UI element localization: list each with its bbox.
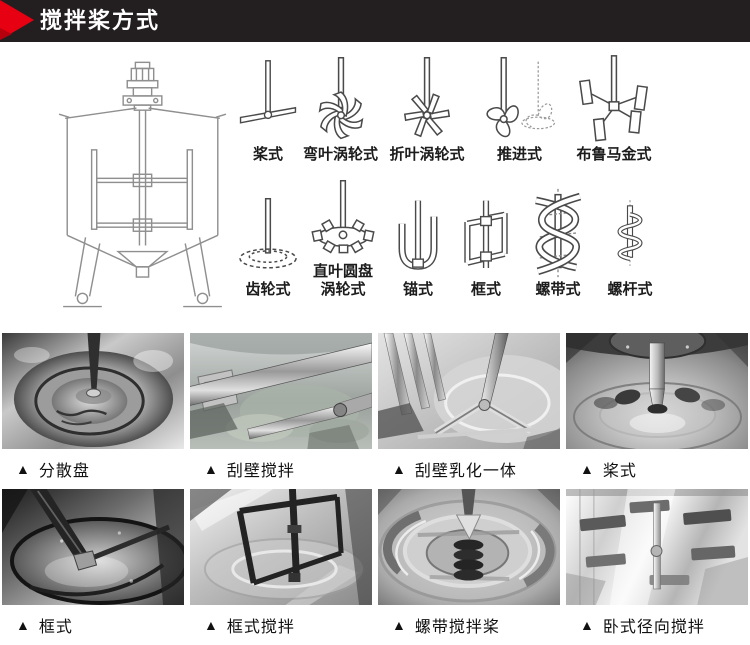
photo-cell: ▲ 刮壁搅拌 xyxy=(190,333,372,489)
agitator-type-item: 弯叶涡轮式 xyxy=(299,52,383,163)
photo-caption-text: 框式搅拌 xyxy=(226,619,295,636)
photo-caption: ▲ 刮壁乳化一体 xyxy=(378,449,560,489)
frame-icon xyxy=(464,200,508,268)
photo-grid: ▲ 分散盘 xyxy=(0,333,750,645)
screw-icon xyxy=(617,199,643,266)
photo-frame-mixer xyxy=(190,489,372,605)
agitator-type-label: 推进式 xyxy=(496,146,542,163)
photo-caption: ▲ 螺带搅拌桨 xyxy=(378,605,560,645)
photo-cell: ▲ 桨式 xyxy=(566,333,748,489)
photo-cell: ▲ 螺带搅拌桨 xyxy=(378,489,560,645)
photo-cell: ▲ 卧式径向搅拌 xyxy=(566,489,748,645)
photo-caption-text: 桨式 xyxy=(602,463,637,480)
photo-disperser-disc xyxy=(2,333,184,449)
photo-scraper-emulsifier-combo xyxy=(378,333,560,449)
folded-blade-turbine-icon xyxy=(403,56,451,138)
agitator-type-item: 桨式 xyxy=(239,52,297,163)
photo-caption-text: 刮壁乳化一体 xyxy=(414,463,517,480)
agitator-type-label: 框式 xyxy=(470,280,501,298)
triangle-marker-icon: ▲ xyxy=(204,617,218,633)
agitator-type-item: 推进式 xyxy=(472,52,568,163)
agitator-type-label: 螺带式 xyxy=(535,280,581,298)
agitator-type-label: 直叶圆盘涡轮式 xyxy=(312,263,373,298)
photo-caption-text: 分散盘 xyxy=(38,463,90,480)
curved-blade-turbine-icon xyxy=(318,56,363,140)
photo-frame-agitator xyxy=(2,489,184,605)
agitator-type-label: 锚式 xyxy=(402,280,433,298)
section-header: 搅拌桨方式 xyxy=(0,0,750,42)
agitator-types-grid: 桨式 弯叶涡轮式 xyxy=(239,52,658,298)
triangle-marker-icon: ▲ xyxy=(392,617,406,633)
photo-caption: ▲ 桨式 xyxy=(566,449,748,489)
photo-caption-text: 卧式径向搅拌 xyxy=(602,619,705,636)
gear-disc-icon xyxy=(239,197,297,269)
photo-caption-text: 螺带搅拌桨 xyxy=(414,619,500,636)
agitator-type-label: 螺杆式 xyxy=(607,280,653,298)
triangle-marker-icon: ▲ xyxy=(204,461,218,477)
photo-wall-scraper-mixer xyxy=(190,333,372,449)
agitator-row-2: 齿轮式 直叶圆盘涡轮式 xyxy=(239,177,658,298)
agitator-type-item: 直叶圆盘涡轮式 xyxy=(308,177,378,298)
agitator-type-label: 桨式 xyxy=(252,146,283,163)
helical-ribbon-icon xyxy=(535,188,582,277)
mixing-tank-drawing xyxy=(58,61,227,308)
agitator-type-item: 螺杆式 xyxy=(602,187,658,298)
triangle-marker-icon: ▲ xyxy=(580,617,594,633)
propeller-icon xyxy=(485,56,555,138)
photo-cell: ▲ 框式 xyxy=(2,489,184,645)
triangle-marker-icon: ▲ xyxy=(16,461,30,477)
photo-caption: ▲ 框式搅拌 xyxy=(190,605,372,645)
page-title: 搅拌桨方式 xyxy=(40,8,161,33)
agitator-type-label: 齿轮式 xyxy=(245,280,291,298)
agitator-type-label: 折叶涡轮式 xyxy=(389,146,465,163)
tank-diagram xyxy=(55,60,230,315)
agitator-type-item: 布鲁马金式 xyxy=(570,52,658,163)
photo-caption-text: 刮壁搅拌 xyxy=(226,463,295,480)
agitator-diagram-section: 桨式 弯叶涡轮式 xyxy=(0,42,750,333)
agitator-row-1: 桨式 弯叶涡轮式 xyxy=(239,52,658,163)
anchor-icon xyxy=(398,200,438,270)
photo-helical-ribbon-paddle xyxy=(378,489,560,605)
agitator-type-label: 布鲁马金式 xyxy=(576,146,652,163)
agitator-type-item: 锚式 xyxy=(390,195,446,298)
straight-blade-disc-turbine-icon xyxy=(311,180,375,254)
agitator-type-item: 齿轮式 xyxy=(239,195,297,298)
red-arrow-icon xyxy=(0,0,34,40)
photo-paddle-agitator xyxy=(566,333,748,449)
photo-caption: ▲ 卧式径向搅拌 xyxy=(566,605,748,645)
photo-cell: ▲ 分散盘 xyxy=(2,333,184,489)
brumagin-icon xyxy=(578,55,649,142)
photo-caption: ▲ 框式 xyxy=(2,605,184,645)
triangle-marker-icon: ▲ xyxy=(16,617,30,633)
photo-caption: ▲ 分散盘 xyxy=(2,449,184,489)
triangle-marker-icon: ▲ xyxy=(392,461,406,477)
triangle-marker-icon: ▲ xyxy=(580,461,594,477)
agitator-type-item: 折叶涡轮式 xyxy=(385,52,469,163)
agitator-type-item: 螺带式 xyxy=(526,187,590,298)
photo-cell: ▲ 框式搅拌 xyxy=(190,489,372,645)
photo-caption-text: 框式 xyxy=(38,619,73,636)
photo-caption: ▲ 刮壁搅拌 xyxy=(190,449,372,489)
agitator-type-item: 框式 xyxy=(458,195,514,298)
paddle-icon xyxy=(239,60,297,124)
agitator-type-label: 弯叶涡轮式 xyxy=(302,146,378,163)
photo-cell: ▲ 刮壁乳化一体 xyxy=(378,333,560,489)
photo-horizontal-radial-mixer xyxy=(566,489,748,605)
